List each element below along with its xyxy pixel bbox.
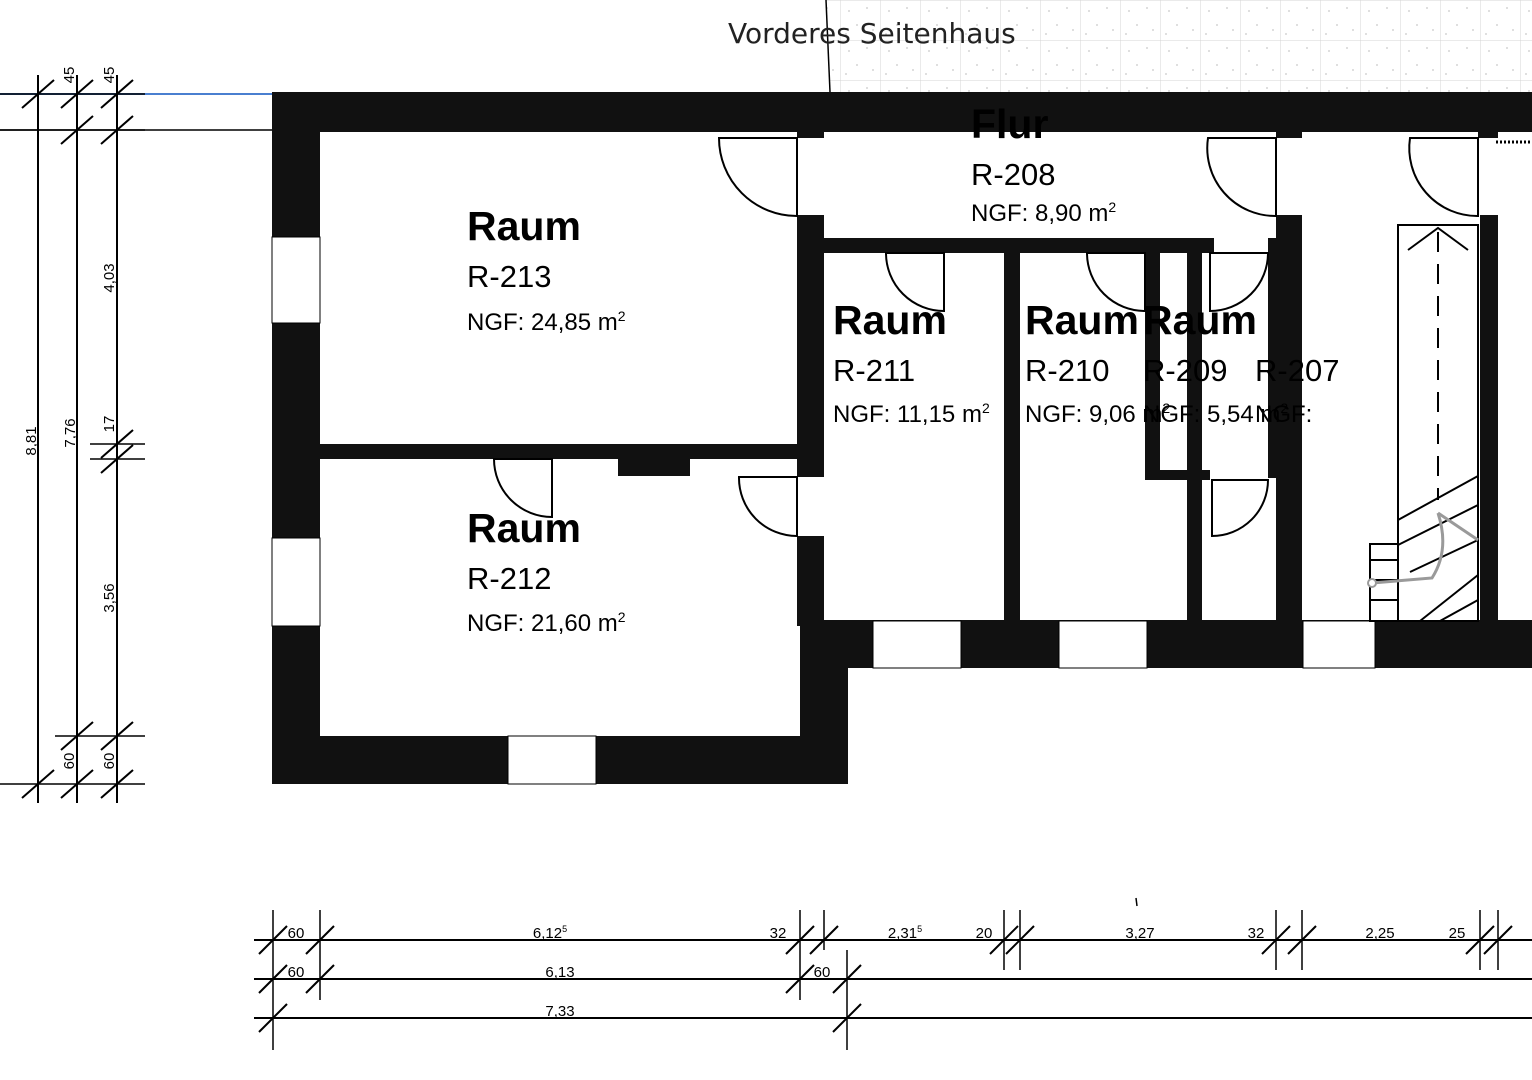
dim-v-upper: 4,03: [101, 263, 118, 292]
room-number-r207: R-207: [1255, 353, 1340, 388]
room-area-r212: NGF: 21,60 m2: [467, 609, 626, 637]
dim-v-middle: 7,76: [62, 418, 79, 447]
dim-h2-b: 6,13: [545, 964, 574, 981]
room-number-r213: R-213: [467, 259, 552, 294]
vertical-dimension-chains: [0, 75, 145, 803]
dim-h1-d: 2,315: [888, 924, 922, 942]
dim-h3-a: 7,33: [545, 1003, 574, 1020]
dim-h1-c: 32: [770, 925, 787, 942]
dim-h1-i: 25: [1449, 925, 1466, 942]
dim-v-top: 45: [61, 67, 78, 84]
dim-h2-a: 60: [288, 964, 305, 981]
room-number-r211: R-211: [833, 353, 916, 388]
windows: [271, 236, 1376, 785]
dim-v-lower: 3,56: [101, 583, 118, 612]
dim-h1-e: 20: [976, 925, 993, 942]
room-area-r211: NGF: 11,15 m2: [833, 400, 990, 428]
room-name-r209: Raum: [1143, 297, 1257, 343]
room-number-r210: R-210: [1025, 353, 1110, 388]
room-name-r213: Raum: [467, 203, 581, 249]
neighbour-building-area: [825, 0, 1532, 93]
dim-v-top2: 45: [101, 67, 118, 84]
walls: [272, 92, 1532, 784]
dim-v-bottom2: 60: [101, 753, 118, 770]
room-area-r208: NGF: 8,90 m2: [971, 199, 1117, 227]
dim-v-outer: 8,81: [23, 426, 40, 455]
staircase: [1367, 224, 1479, 622]
room-name-r210: Raum: [1025, 297, 1139, 343]
dim-h1-f: 3,27: [1125, 925, 1154, 942]
dim-h1-g: 32: [1248, 925, 1265, 942]
room-area-r207: NGF:: [1255, 401, 1313, 428]
room-number-r208: R-208: [971, 157, 1056, 192]
dim-h2-c: 60: [814, 964, 831, 981]
dimension-labels: 8,81 7,76 45 45 4,03 17 3,56 60 60 60 6,…: [23, 67, 1465, 1020]
doors: [492, 137, 1479, 538]
room-number-r212: R-212: [467, 561, 552, 596]
dim-h1-h: 2,25: [1365, 925, 1394, 942]
horizontal-dimension-chains: [254, 897, 1532, 1050]
room-number-r209: R-209: [1143, 353, 1228, 388]
dim-v-bottom1: 60: [61, 753, 78, 770]
room-area-r213: NGF: 24,85 m2: [467, 308, 626, 336]
dim-v-mid: 17: [101, 416, 118, 433]
room-name-r212: Raum: [467, 505, 581, 551]
dim-h1-b: 6,125: [533, 924, 567, 942]
room-name-flur: Flur: [971, 101, 1049, 147]
dim-h1-a: 60: [288, 925, 305, 942]
room-area-r209: NGF: 5,54 m2: [1143, 400, 1289, 428]
neighbour-building-label: Vorderes Seitenhaus: [728, 17, 1016, 50]
room-area-r210: NGF: 9,06 m2: [1025, 400, 1171, 428]
room-name-r211: Raum: [833, 297, 947, 343]
